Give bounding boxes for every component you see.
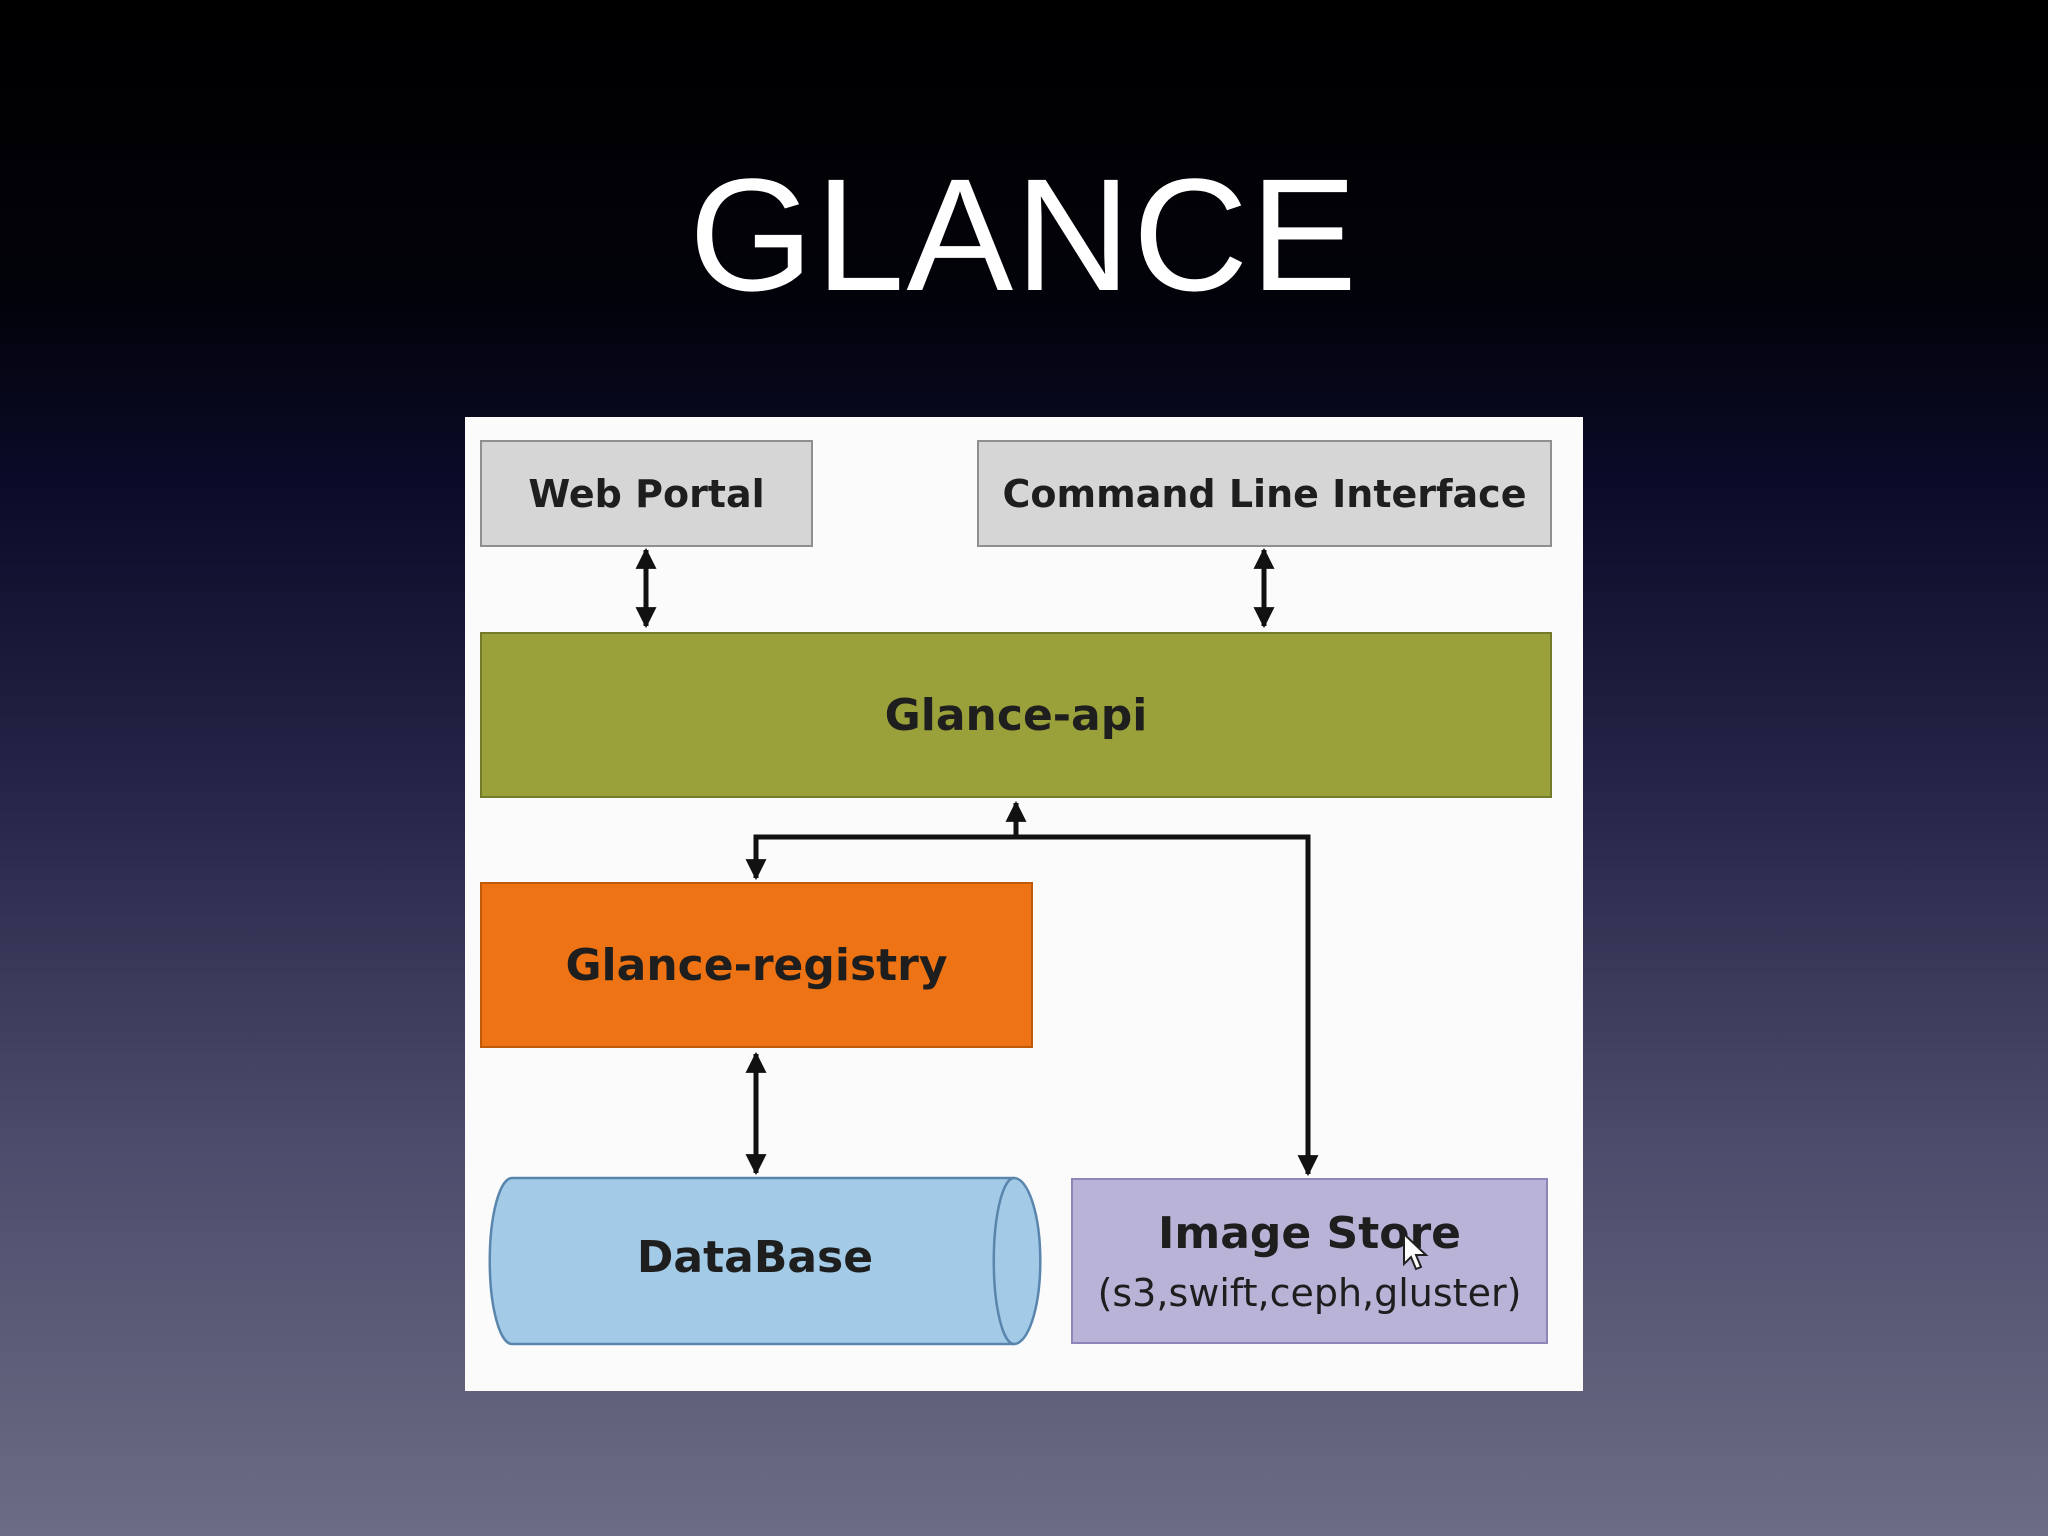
glance-registry-label: Glance-registry <box>565 939 948 991</box>
connector-bus <box>753 834 1311 1170</box>
web-portal-label: Web Portal <box>528 471 765 516</box>
command-line-interface-box: Command Line Interface <box>977 440 1552 547</box>
image-store-subtitle: (s3,swift,ceph,gluster) <box>1097 1270 1522 1315</box>
glance-api-box: Glance-api <box>480 632 1552 798</box>
slide-title: GLANCE <box>689 145 1359 324</box>
database-label: DataBase <box>636 1232 874 1283</box>
image-store-box: Image Store (s3,swift,ceph,gluster) <box>1071 1178 1548 1344</box>
glance-registry-box: Glance-registry <box>480 882 1033 1048</box>
web-portal-box: Web Portal <box>480 440 813 547</box>
mouse-cursor-icon <box>1403 1232 1429 1271</box>
command-line-interface-label: Command Line Interface <box>1002 471 1527 516</box>
database-cylinder <box>488 1176 1042 1346</box>
glance-api-label: Glance-api <box>884 689 1148 741</box>
